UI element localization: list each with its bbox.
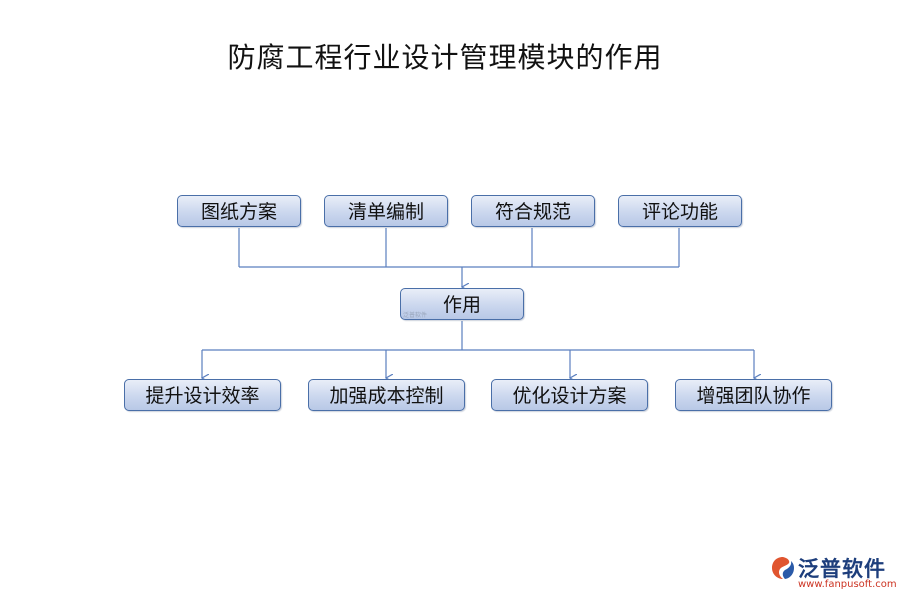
center-box: 作用: [400, 288, 524, 320]
input-box-4: 评论功能: [618, 195, 742, 227]
input-box-3: 符合规范: [471, 195, 595, 227]
center-box-watermark: 泛普软件: [403, 312, 428, 319]
brand-url: www.fanpusoft.com: [798, 579, 897, 590]
output-box-3: 优化设计方案: [491, 379, 648, 411]
output-box-4: 增强团队协作: [675, 379, 832, 411]
brand-swirl-icon: [772, 557, 794, 579]
page-title: 防腐工程行业设计管理模块的作用: [227, 41, 663, 74]
output-box-1: 提升设计效率: [124, 379, 281, 411]
brand-logo: 泛普软件 www.fanpusoft.com: [770, 553, 897, 593]
output-box-2: 加强成本控制: [308, 379, 465, 411]
input-box-2: 清单编制: [324, 195, 448, 227]
brand-name: 泛普软件: [798, 557, 886, 581]
input-box-1: 图纸方案: [177, 195, 301, 227]
